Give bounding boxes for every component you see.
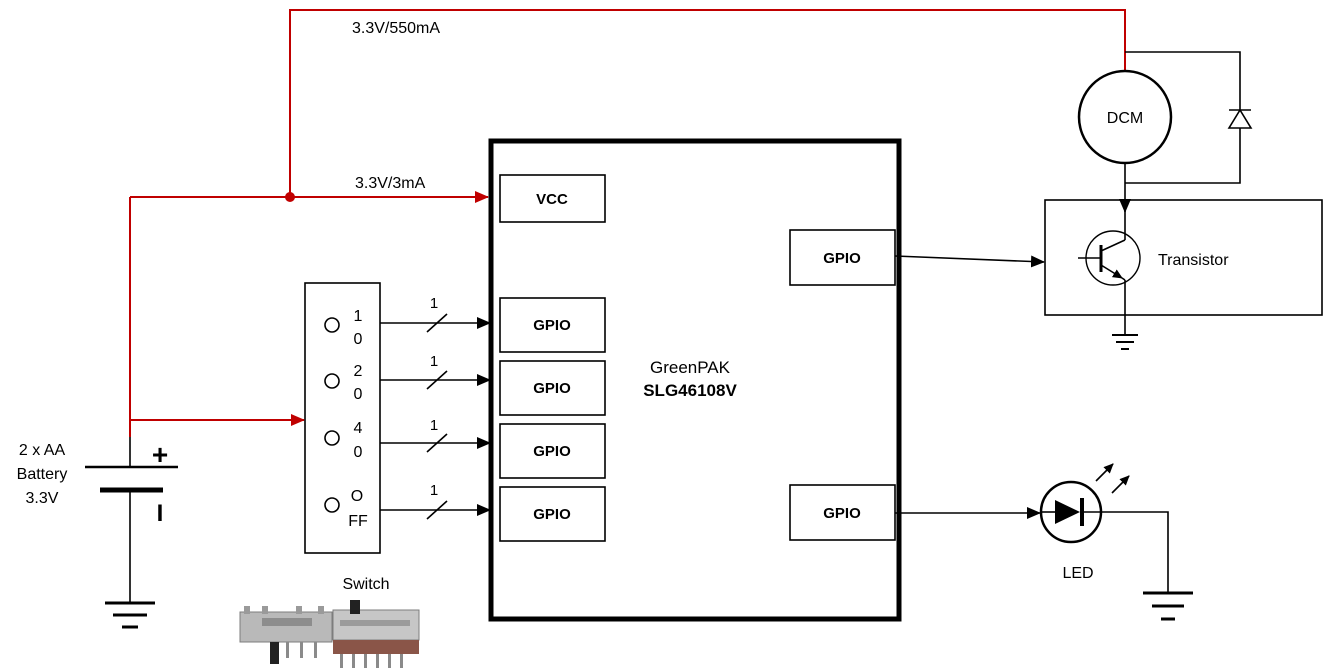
led-icon [1039, 463, 1130, 544]
switch-photo [239, 600, 420, 668]
bus-width-label-2: 1 [430, 353, 438, 370]
gpio-right-2-box [789, 484, 896, 541]
switch-position-2-bottom: 0 [354, 386, 363, 403]
chip-part-number: SLG46108V [643, 381, 737, 400]
bus-slash-1 [426, 313, 448, 333]
bus-width-label-4: 1 [430, 482, 438, 499]
gpio-right-2-label: GPIO [823, 505, 861, 522]
battery-minus-sign: I [157, 500, 164, 527]
junction-dot [285, 192, 295, 202]
diode-icon [1227, 108, 1253, 129]
battery-label-line-1: 2 x AA [19, 442, 66, 459]
vcc-pin-box [499, 174, 606, 223]
bus-width-label-1: 1 [430, 295, 438, 312]
gpio-left-2-label: GPIO [533, 380, 571, 397]
gpio-right-1-box [789, 229, 896, 286]
switch-body [304, 282, 381, 554]
vcc-pin-label: VCC [536, 191, 568, 208]
battery-plus-sign: + [152, 439, 168, 470]
switch-position-1-top: 1 [354, 308, 363, 325]
vcc-rail-label: 3.3V/3mA [355, 175, 426, 192]
transistor-label: Transistor [1158, 252, 1229, 269]
gpio-right-1-label: GPIO [823, 250, 861, 267]
motor-label: DCM [1107, 110, 1143, 127]
bus-slash-3 [426, 433, 448, 453]
switch-position-1-bottom: 0 [354, 331, 363, 348]
gpio-left-1-label: GPIO [533, 317, 571, 334]
switch-position-4-top: O [351, 488, 363, 505]
gpio-left-1-box [499, 297, 606, 353]
gpio-to-transistor-wire [894, 255, 1045, 268]
switch-contact-4 [324, 430, 340, 446]
switch-position-3-bottom: 0 [354, 444, 363, 461]
switch-contact-off [324, 497, 340, 513]
transistor-icon [1078, 210, 1141, 335]
battery-icon [85, 437, 178, 603]
switch-position-2-top: 2 [354, 363, 363, 380]
switch-position-3-top: 4 [354, 420, 363, 437]
switch-contact-1 [324, 317, 340, 333]
led-ground-icon [1143, 591, 1193, 621]
transistor-box [1044, 199, 1323, 316]
gpio-left-4-box [499, 486, 606, 542]
gpio-left-3-label: GPIO [533, 443, 571, 460]
bus-slash-4 [426, 500, 448, 520]
battery-label-line-3: 3.3V [26, 490, 59, 507]
gpio-left-2-box [499, 360, 606, 416]
switch-position-4-bottom: FF [348, 513, 368, 530]
gpio-left-4-label: GPIO [533, 506, 571, 523]
main-rail-label: 3.3V/550mA [352, 20, 440, 37]
led-label: LED [1062, 565, 1093, 582]
chip-name: GreenPAK [650, 358, 731, 377]
bus-slash-2 [426, 370, 448, 390]
battery-label-line-2: Battery [17, 466, 68, 483]
transistor-ground-icon [1112, 334, 1138, 350]
main-power-wire [289, 9, 1126, 197]
led-to-ground-wire [1101, 511, 1169, 593]
bus-width-label-3: 1 [430, 417, 438, 434]
switch-label: Switch [342, 576, 389, 593]
ground-icon [105, 601, 155, 629]
switch-contact-2 [324, 373, 340, 389]
gpio-left-3-box [499, 423, 606, 479]
